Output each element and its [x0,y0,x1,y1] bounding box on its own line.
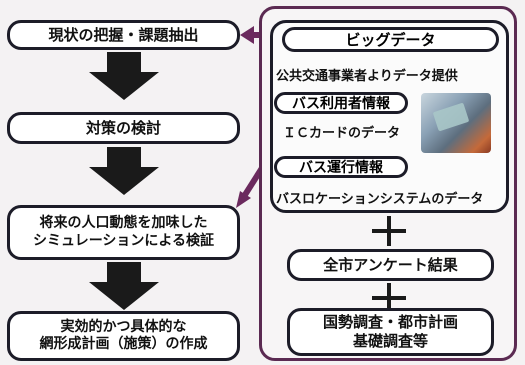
step-countermeasure-label: 対策の検討 [85,118,161,137]
down-arrow-2 [89,147,159,195]
citywide-survey-label: 全市アンケート結果 [323,255,458,274]
step-plan-creation-line1: 実効的かつ具体的な [60,318,187,335]
step-current-situation: 現状の把握・課題抽出 [7,20,240,50]
bus-operation-info-tag: バス運行情報 [274,156,408,178]
bus-user-info-tag: バス利用者情報 [274,92,408,114]
connector-arrow-top [240,26,254,44]
step-simulation-line2: シミュレーションによる検証 [32,232,215,249]
census-survey-line1: 国勢調査・都市計画 [322,313,458,332]
step-simulation-line1: 将来の人口動態を加味した [39,215,208,231]
step-plan-creation: 実効的かつ具体的な 網形成計画（施策）の作成 [7,311,240,361]
ic-card-reader-photo [421,93,491,153]
ic-card-data: ＩＣカードのデータ [283,126,401,141]
plus-icon-2 [372,283,406,313]
bus-user-info-label: バス利用者情報 [292,96,390,112]
bus-operation-info-label: バス運行情報 [299,160,383,176]
step-simulation: 将来の人口動態を加味した シミュレーションによる検証 [7,205,240,260]
plus-icon-1 [372,216,406,246]
connector-arrow-middle [236,191,251,208]
big-data-title-label: ビッグデータ [345,31,436,49]
bus-location-system-data: バスロケーションシステムのデータ [276,192,484,207]
citywide-survey-box: 全市アンケート結果 [287,249,494,281]
census-survey-box: 国勢調査・都市計画 基礎調査等 [287,308,494,356]
step-plan-creation-line2: 網形成計画（施策）の作成 [39,336,208,352]
provider-note: 公共交通事業者よりデータ提供 [276,69,458,84]
census-survey-line2: 基礎調査等 [352,332,428,350]
step-current-situation-label: 現状の把握・課題抽出 [48,25,199,44]
step-countermeasure: 対策の検討 [7,112,240,144]
down-arrow-3 [89,262,159,310]
down-arrow-1 [89,52,159,100]
big-data-title: ビッグデータ [282,27,499,52]
